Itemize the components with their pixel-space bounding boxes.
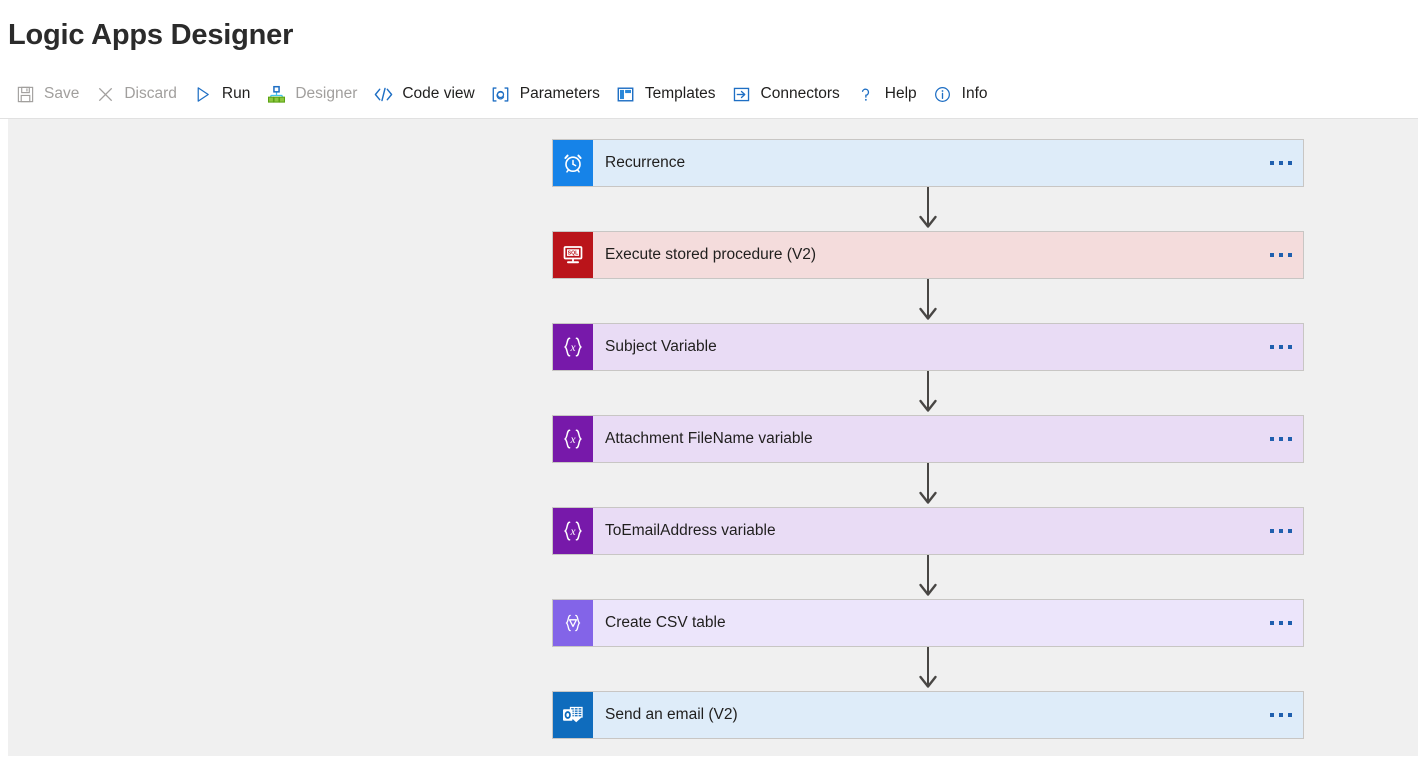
data-operations-icon <box>553 600 593 646</box>
connector-arrow <box>552 187 1304 231</box>
ellipsis-icon[interactable] <box>1259 508 1303 554</box>
workflow-card-create-csv-table[interactable]: Create CSV table <box>552 599 1304 647</box>
command-toolbar: Save Discard Run <box>0 70 1418 118</box>
ellipsis-icon[interactable] <box>1259 232 1303 278</box>
info-icon <box>932 83 954 105</box>
card-title: Execute stored procedure (V2) <box>605 246 817 263</box>
card-body: Subject Variable <box>593 324 1259 370</box>
variable-icon: x <box>553 508 593 554</box>
parameters-button[interactable]: Parameters <box>486 78 609 110</box>
alarm-clock-icon <box>553 140 593 186</box>
ellipsis-icon[interactable] <box>1259 416 1303 462</box>
card-body: Create CSV table <box>593 600 1259 646</box>
designer-button[interactable]: Designer <box>261 78 366 110</box>
card-title: Send an email (V2) <box>605 706 738 723</box>
svg-text:x: x <box>569 526 576 538</box>
templates-icon <box>615 83 637 105</box>
discard-label: Discard <box>124 85 177 103</box>
connectors-button[interactable]: Connectors <box>727 78 849 110</box>
card-title: ToEmailAddress variable <box>605 522 776 539</box>
ellipsis-icon[interactable] <box>1259 600 1303 646</box>
help-label: Help <box>884 85 917 103</box>
sql-server-icon: SQL <box>553 232 593 278</box>
parameters-icon <box>490 83 512 105</box>
code-view-icon <box>372 83 394 105</box>
ellipsis-icon[interactable] <box>1259 324 1303 370</box>
connector-arrow <box>552 647 1304 691</box>
outlook-icon <box>553 692 593 738</box>
card-body: Attachment FileName variable <box>593 416 1259 462</box>
variable-icon: x <box>553 324 593 370</box>
card-body: ToEmailAddress variable <box>593 508 1259 554</box>
card-body: Recurrence <box>593 140 1259 186</box>
connector-arrow <box>552 463 1304 507</box>
workflow-card-attachment-filename-variable[interactable]: x Attachment FileName variable <box>552 415 1304 463</box>
variable-icon: x <box>553 416 593 462</box>
workflow-card-toemailaddress-variable[interactable]: x ToEmailAddress variable <box>552 507 1304 555</box>
info-button[interactable]: Info <box>928 78 997 110</box>
workflow-flow: Recurrence SQL Execute sto <box>552 139 1304 739</box>
save-button[interactable]: Save <box>10 78 88 110</box>
run-button[interactable]: Run <box>188 78 259 110</box>
workflow-card-send-an-email[interactable]: Send an email (V2) <box>552 691 1304 739</box>
parameters-label: Parameters <box>519 85 600 103</box>
save-label: Save <box>44 85 80 103</box>
card-title: Subject Variable <box>605 338 717 355</box>
connectors-icon <box>731 83 753 105</box>
svg-text:x: x <box>569 342 576 354</box>
connector-arrow <box>552 279 1304 323</box>
card-title: Create CSV table <box>605 614 726 631</box>
card-title: Recurrence <box>605 154 686 171</box>
designer-icon <box>265 83 287 105</box>
help-icon <box>855 83 877 105</box>
card-body: Send an email (V2) <box>593 692 1259 738</box>
workflow-card-execute-stored-procedure[interactable]: SQL Execute stored procedure (V2) <box>552 231 1304 279</box>
discard-icon <box>94 83 116 105</box>
page-title: Logic Apps Designer <box>8 18 294 51</box>
page-header: Logic Apps Designer <box>0 0 1418 70</box>
help-button[interactable]: Help <box>851 78 926 110</box>
info-label: Info <box>961 85 988 103</box>
workflow-canvas[interactable]: Recurrence SQL Execute sto <box>8 119 1418 756</box>
save-icon <box>14 83 36 105</box>
connector-arrow <box>552 371 1304 415</box>
run-icon <box>192 83 214 105</box>
toolbar-divider <box>0 118 1418 119</box>
workflow-card-subject-variable[interactable]: x Subject Variable <box>552 323 1304 371</box>
workflow-card-recurrence[interactable]: Recurrence <box>552 139 1304 187</box>
templates-label: Templates <box>644 85 716 103</box>
card-title: Attachment FileName variable <box>605 430 813 447</box>
templates-button[interactable]: Templates <box>611 78 725 110</box>
discard-button[interactable]: Discard <box>90 78 186 110</box>
ellipsis-icon[interactable] <box>1259 692 1303 738</box>
code-view-label: Code view <box>402 85 475 103</box>
ellipsis-icon[interactable] <box>1259 140 1303 186</box>
card-body: Execute stored procedure (V2) <box>593 232 1259 278</box>
connectors-label: Connectors <box>760 85 840 103</box>
connector-arrow <box>552 555 1304 599</box>
svg-text:x: x <box>569 434 576 446</box>
svg-text:SQL: SQL <box>568 251 579 257</box>
code-view-button[interactable]: Code view <box>368 78 483 110</box>
run-label: Run <box>221 85 251 103</box>
designer-label: Designer <box>295 85 358 103</box>
